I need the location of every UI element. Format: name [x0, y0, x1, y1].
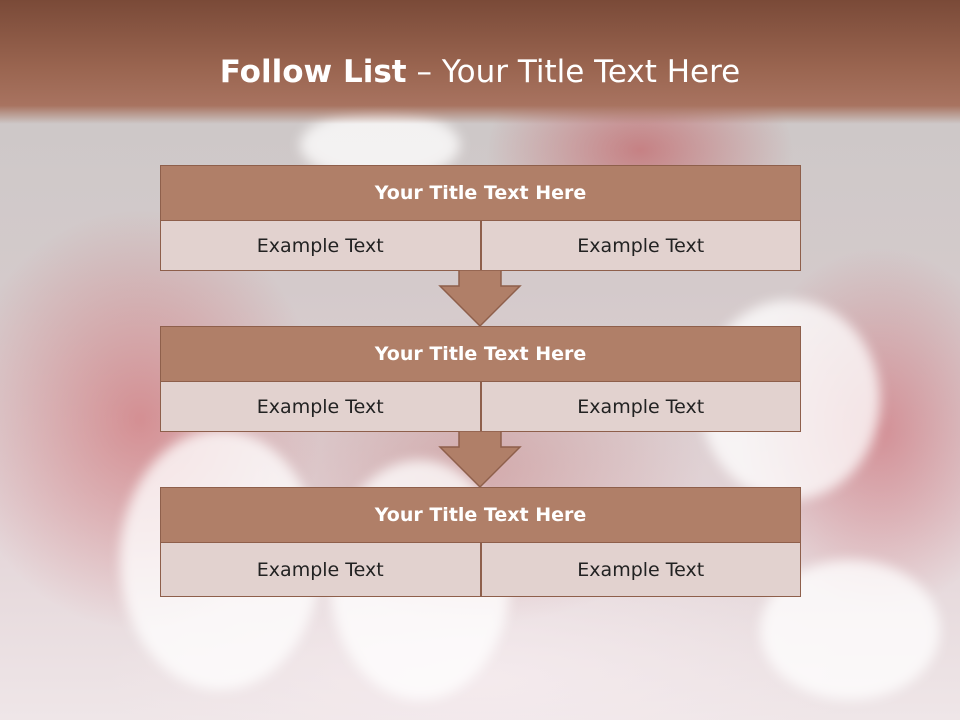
step-row: Example Text Example Text	[160, 543, 801, 597]
step-block-3: Your Title Text Here Example Text Exampl…	[160, 487, 801, 597]
step-title: Your Title Text Here	[160, 165, 801, 221]
step-title: Your Title Text Here	[160, 326, 801, 382]
down-arrow-icon	[438, 270, 522, 328]
title-bold: Follow List	[219, 54, 407, 90]
title-rest: – Your Title Text Here	[406, 54, 741, 90]
step-title: Your Title Text Here	[160, 487, 801, 543]
down-arrow-icon	[438, 431, 522, 489]
page-title: Follow List – Your Title Text Here	[0, 54, 960, 90]
step-cell-right: Example Text	[480, 543, 801, 597]
step-block-2: Your Title Text Here Example Text Exampl…	[160, 326, 801, 432]
step-row: Example Text Example Text	[160, 221, 801, 271]
step-cell-right: Example Text	[480, 221, 801, 271]
step-block-1: Your Title Text Here Example Text Exampl…	[160, 165, 801, 271]
step-cell-left: Example Text	[160, 221, 481, 271]
step-cell-left: Example Text	[160, 382, 481, 432]
step-cell-left: Example Text	[160, 543, 481, 597]
header-band	[0, 0, 960, 124]
step-cell-right: Example Text	[480, 382, 801, 432]
step-row: Example Text Example Text	[160, 382, 801, 432]
